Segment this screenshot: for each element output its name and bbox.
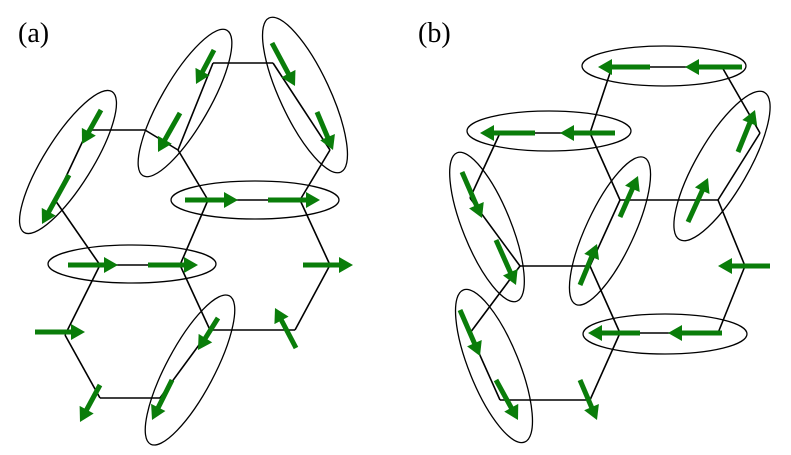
b-spin-arrow-10 [718,258,770,274]
b-dimer-ellipse-2 [449,151,525,303]
a-spin-arrow-7 [268,192,320,208]
a-bond-12 [299,199,331,266]
panel-b: (b) [418,18,771,444]
a-dimer-ellipse-3 [170,180,340,220]
a-spin-arrow-14 [198,316,221,350]
a-bond-16 [64,264,101,336]
a-spin-arrow-15 [151,378,175,420]
b-spin-arrow-0 [598,59,650,75]
a-spin-arrow-6 [185,192,238,208]
a-spin-arrow-5 [314,111,335,150]
a-spin-arrow-2 [195,48,217,84]
a-bond-13 [294,264,331,331]
a-spin-arrow-9 [148,257,198,273]
panel-a-label: (a) [18,18,49,49]
b-spin-arrow-2 [480,125,535,141]
b-spin-arrow-4 [459,171,484,218]
b-bond-7 [469,132,501,199]
a-bond-15 [179,264,211,331]
b-spin-arrow-11 [588,325,640,341]
b-spin-arrow-6 [577,244,600,286]
b-bond-4 [717,132,761,201]
a-spin-arrow-4 [269,41,296,86]
b-spin-arrow-12 [668,325,722,341]
a-spin-arrow-11 [35,324,85,340]
b-spin-arrow-8 [685,178,710,224]
a-spin-arrow-13 [79,383,103,422]
a-bond-9 [272,62,331,151]
panel-b-ellipses [449,45,771,444]
a-spin-arrow-12 [274,308,299,350]
panel-a-spins [35,41,353,422]
a-bond-17 [64,334,101,399]
a-dimer-ellipse-2 [261,16,349,174]
b-dimer-ellipse-0 [581,45,747,87]
panel-a-ellipses [18,16,349,446]
a-dimer-ellipse-1 [137,28,233,178]
a-bond-4 [54,199,101,266]
b-dimer-ellipse-5 [582,313,748,355]
a-spin-arrow-0 [81,108,104,144]
a-spin-arrow-10 [303,257,353,273]
b-dimer-ellipse-3 [568,156,652,306]
a-bond-10 [299,149,331,201]
a-spin-arrow-3 [157,111,183,152]
b-dimer-ellipse-4 [673,90,771,242]
a-dimer-ellipse-5 [144,294,236,446]
b-dimer-ellipse-6 [454,288,534,444]
b-dimer-ellipse-1 [466,110,632,152]
a-bond-3 [177,149,209,201]
b-spin-arrow-14 [493,378,519,420]
b-bond-14 [589,265,621,334]
b-spin-arrow-13 [457,309,482,356]
b-spin-arrow-7 [617,176,640,219]
b-bond-3 [589,132,621,201]
panel-b-spins [457,59,770,420]
panel-a: (a) [18,16,353,446]
a-dimer-ellipse-4 [47,244,217,284]
a-dimer-ellipse-0 [18,89,118,235]
b-spin-arrow-5 [493,238,518,285]
b-spin-arrow-15 [577,379,599,420]
b-spin-arrow-9 [735,110,758,153]
panel-b-label: (b) [418,18,451,49]
b-spin-arrow-3 [560,125,615,141]
b-bond-11 [717,199,746,267]
a-bond-5 [179,199,209,266]
b-bond-18 [589,332,621,401]
panel-a-lattice [54,62,331,399]
a-bond-7 [177,62,214,151]
b-spin-arrow-1 [685,59,742,75]
b-bond-1 [589,66,613,134]
a-spin-arrow-8 [68,257,118,273]
b-bond-12 [717,265,746,334]
a-spin-arrow-1 [41,173,72,224]
